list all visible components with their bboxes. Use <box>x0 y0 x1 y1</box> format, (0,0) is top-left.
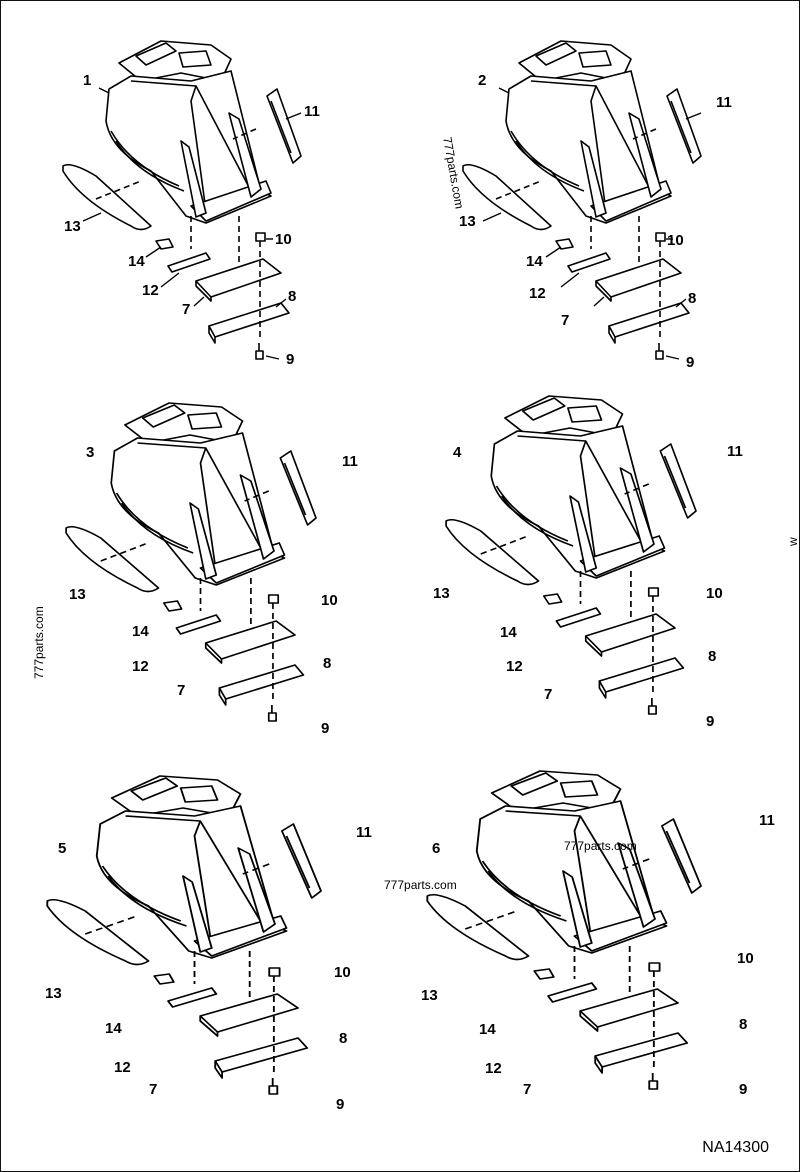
part-label-9: 9 <box>706 713 715 730</box>
part-label-11: 11 <box>342 453 358 470</box>
watermark-text: 777parts.com <box>32 606 46 679</box>
part-label-12: 12 <box>506 658 523 675</box>
panel-3-drawing <box>65 402 317 722</box>
part-label-10: 10 <box>321 592 338 609</box>
part-label-14: 14 <box>132 623 149 640</box>
part-label-9: 9 <box>686 354 695 371</box>
part-label-14: 14 <box>479 1021 496 1038</box>
panel-2-drawing <box>462 40 702 360</box>
part-label-10: 10 <box>737 950 754 967</box>
bucket-label: 5 <box>58 840 67 857</box>
part-label-12: 12 <box>529 285 546 302</box>
part-label-9: 9 <box>739 1081 748 1098</box>
part-label-8: 8 <box>323 655 332 672</box>
part-label-7: 7 <box>149 1081 158 1098</box>
panel-1-drawing <box>62 40 302 360</box>
part-label-10: 10 <box>706 585 723 602</box>
part-label-11: 11 <box>727 443 743 460</box>
bucket-label: 1 <box>83 72 92 89</box>
part-label-7: 7 <box>561 312 570 329</box>
watermark-text: 777parts.com <box>384 878 457 892</box>
part-label-11: 11 <box>356 824 372 841</box>
part-label-10: 10 <box>667 232 684 249</box>
part-label-8: 8 <box>688 290 697 307</box>
part-label-7: 7 <box>523 1081 532 1098</box>
part-label-12: 12 <box>114 1059 131 1076</box>
bucket-label: 3 <box>86 444 95 461</box>
part-label-10: 10 <box>334 964 351 981</box>
part-label-8: 8 <box>288 288 297 305</box>
part-label-14: 14 <box>105 1020 122 1037</box>
part-label-8: 8 <box>708 648 717 665</box>
part-label-13: 13 <box>45 985 62 1002</box>
part-label-7: 7 <box>177 682 186 699</box>
drawing-code: NA14300 <box>702 1139 769 1156</box>
watermark-fragment: w <box>786 537 800 546</box>
part-label-9: 9 <box>321 720 330 737</box>
part-label-11: 11 <box>304 103 320 120</box>
bucket-label: 4 <box>453 444 462 461</box>
part-label-7: 7 <box>182 301 191 318</box>
panel-4-drawing <box>445 395 697 715</box>
bucket-label: 6 <box>432 840 441 857</box>
part-label-7: 7 <box>544 686 553 703</box>
part-label-13: 13 <box>421 987 438 1004</box>
part-label-13: 13 <box>69 586 86 603</box>
part-label-14: 14 <box>128 253 145 270</box>
panel-5-drawing <box>46 775 322 1095</box>
part-label-13: 13 <box>433 585 450 602</box>
panel-6-drawing <box>426 770 702 1090</box>
bucket-label: 2 <box>478 72 487 89</box>
part-label-11: 11 <box>759 812 775 829</box>
part-label-8: 8 <box>339 1030 348 1047</box>
part-label-12: 12 <box>142 282 159 299</box>
part-label-9: 9 <box>336 1096 345 1113</box>
part-label-14: 14 <box>526 253 543 270</box>
part-label-13: 13 <box>64 218 81 235</box>
part-label-9: 9 <box>286 351 295 368</box>
part-label-10: 10 <box>275 231 292 248</box>
part-label-12: 12 <box>485 1060 502 1077</box>
part-label-13: 13 <box>459 213 476 230</box>
part-label-11: 11 <box>716 94 732 111</box>
part-label-8: 8 <box>739 1016 748 1033</box>
watermark-text: 777parts.com <box>564 839 637 853</box>
part-label-14: 14 <box>500 624 517 641</box>
part-label-12: 12 <box>132 658 149 675</box>
